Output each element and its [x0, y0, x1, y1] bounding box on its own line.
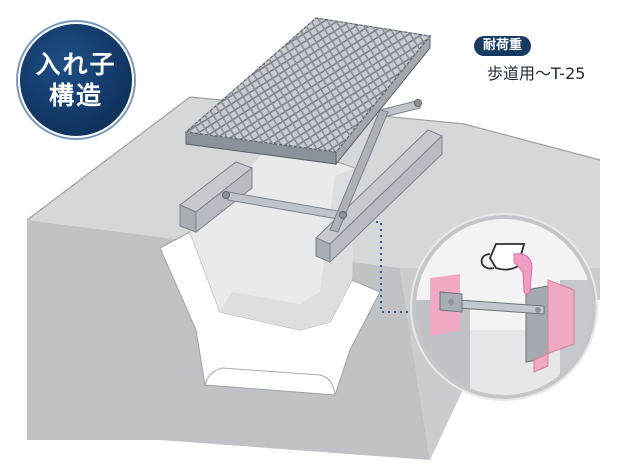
load-rating-value: 歩道用～T-25: [487, 64, 586, 83]
badge-line-1: 入れ子: [35, 50, 117, 79]
badge-line-2: 構造: [48, 81, 103, 110]
leader-line: [376, 221, 412, 313]
load-rating-label: 耐荷重: [474, 36, 532, 56]
steel-grating: [184, 17, 432, 166]
gasket-right: [533, 279, 575, 373]
support-frame: [179, 99, 443, 264]
structure-badge: 入れ子 構造: [20, 24, 132, 136]
water-pouring-pitcher-icon: [480, 243, 533, 295]
